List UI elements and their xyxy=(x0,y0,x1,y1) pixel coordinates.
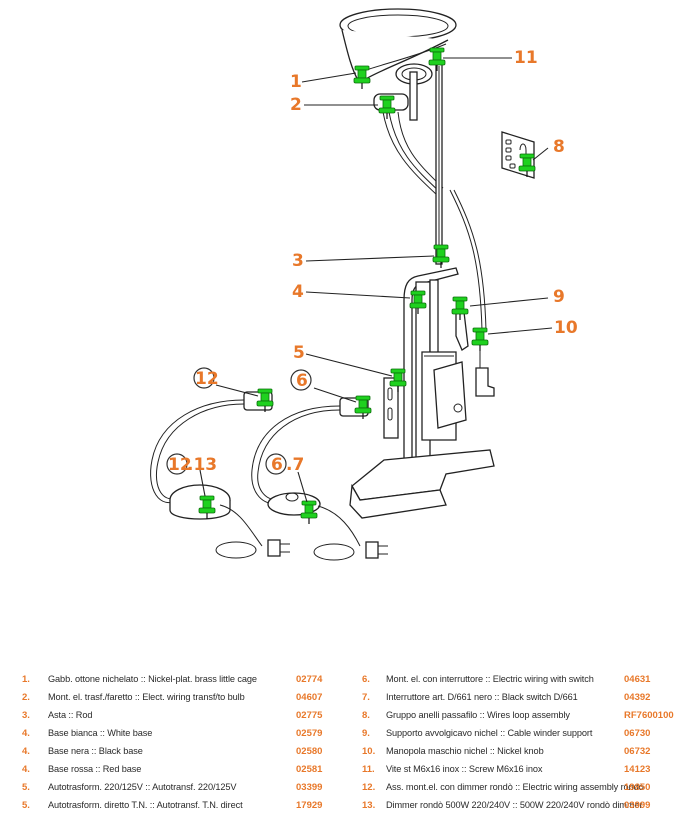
callout-9: 9 xyxy=(553,287,565,307)
callout-2: 2 xyxy=(290,95,302,115)
part-number: 5. xyxy=(22,799,30,811)
callout-6-7-circle xyxy=(265,453,287,475)
dimmer-cable-assembly xyxy=(150,391,290,559)
part-description: Mont. el. trasf./faretto :: Elect. wirin… xyxy=(48,692,245,702)
part-row: 5. Autotrasform. 220/125V :: Autotransf. … xyxy=(22,778,342,796)
callout-10: 10 xyxy=(554,318,578,338)
callout-11: 11 xyxy=(514,48,538,68)
part-number: 4. xyxy=(22,745,30,757)
part-row: 11. Vite st M6x16 inox :: Screw M6x16 ino… xyxy=(362,760,692,778)
part-description: Gabb. ottone nichelato :: Nickel-plat. b… xyxy=(48,674,257,684)
part-row: 3. Asta :: Rod 02775 xyxy=(22,706,342,724)
callout-8: 8 xyxy=(553,137,565,157)
part-row: 9. Supporto avvolgicavo nichel :: Cable w… xyxy=(362,724,692,742)
part-number: 3. xyxy=(22,709,30,721)
parts-list-right: 6. Mont. el. con interruttore :: Electric… xyxy=(362,670,692,814)
part-description: Base bianca :: White base xyxy=(48,728,153,738)
part-row: 7. Interruttore art. D/661 nero :: Black … xyxy=(362,688,692,706)
part-number: 10. xyxy=(362,745,376,757)
callout-12-13-circle xyxy=(166,453,188,475)
part-code: 04392 xyxy=(624,691,651,703)
cable-winder xyxy=(455,311,469,351)
part-number: 7. xyxy=(362,691,370,703)
part-code: 04631 xyxy=(624,673,651,685)
parts-list-left: 1. Gabb. ottone nichelato :: Nickel-plat.… xyxy=(22,670,342,814)
callout-6: 6 xyxy=(296,371,308,391)
pin-marker xyxy=(471,327,489,352)
part-code: 03399 xyxy=(296,781,323,793)
part-code: 04607 xyxy=(296,691,323,703)
part-row: 6. Mont. el. con interruttore :: Electric… xyxy=(362,670,692,688)
part-number: 8. xyxy=(362,709,370,721)
part-code: 02580 xyxy=(296,745,323,757)
rod xyxy=(435,63,443,265)
part-row: 10. Manopola maschio nichel :: Nickel kno… xyxy=(362,742,692,760)
part-code: 03999 xyxy=(624,799,651,811)
part-row: 1. Gabb. ottone nichelato :: Nickel-plat.… xyxy=(22,670,342,688)
part-row: 5. Autotrasform. diretto T.N. :: Autotran… xyxy=(22,796,342,814)
part-code: 02774 xyxy=(296,673,323,685)
part-code: 02579 xyxy=(296,727,323,739)
base-stand xyxy=(349,267,495,519)
transformer-bracket xyxy=(383,377,399,439)
part-description: Dimmer rondò 500W 220/240V :: 500W 220/2… xyxy=(386,800,643,810)
part-row: 12. Ass. mont.el. con dimmer rondò :: Ele… xyxy=(362,778,692,796)
part-description: Base rossa :: Red base xyxy=(48,764,142,774)
nickel-knob xyxy=(475,340,495,397)
part-code: 17929 xyxy=(296,799,323,811)
callout-6-circle xyxy=(290,369,312,391)
callout-12-circle xyxy=(193,367,215,389)
part-description: Mont. el. con interruttore :: Electric w… xyxy=(386,674,594,684)
callout-6-7-circled: 6 xyxy=(271,455,283,475)
part-row: 8. Gruppo anelli passafilo :: Wires loop … xyxy=(362,706,692,724)
part-description: Asta :: Rod xyxy=(48,710,93,720)
part-code: 06730 xyxy=(624,727,651,739)
part-description: Ass. mont.el. con dimmer rondò :: Electr… xyxy=(386,782,644,792)
callout-12: 12 xyxy=(195,369,219,389)
part-row: 13. Dimmer rondò 500W 220/240V :: 500W 22… xyxy=(362,796,692,814)
part-description: Autotrasform. diretto T.N. :: Autotransf… xyxy=(48,800,243,810)
part-number: 6. xyxy=(362,673,370,685)
part-description: Supporto avvolgicavo nichel :: Cable win… xyxy=(386,728,593,738)
part-row: 4. Base rossa :: Red base 02581 xyxy=(22,760,342,778)
part-description: Gruppo anelli passafilo :: Wires loop as… xyxy=(386,710,570,720)
callout-6-7-suffix: .7 xyxy=(286,455,304,475)
part-code: RF7600100 xyxy=(624,709,674,721)
part-description: Interruttore art. D/661 nero :: Black sw… xyxy=(386,692,578,702)
part-row: 4. Base nera :: Black base 02580 xyxy=(22,742,342,760)
part-number: 5. xyxy=(22,781,30,793)
part-number: 11. xyxy=(362,763,375,775)
callout-5: 5 xyxy=(293,343,305,363)
callout-12-13-suffix: .13 xyxy=(187,455,217,475)
part-number: 12. xyxy=(362,781,376,793)
part-code: 06732 xyxy=(624,745,651,757)
part-description: Autotrasform. 220/125V :: Autotransf. 22… xyxy=(48,782,237,792)
parts-diagram: 1 2 3 4 5 6 6 .7 8 9 10 11 12 12 .13 xyxy=(150,8,578,561)
part-description: Base nera :: Black base xyxy=(48,746,143,756)
part-number: 13. xyxy=(362,799,376,811)
part-code: 02581 xyxy=(296,763,323,775)
part-code: 02775 xyxy=(296,709,323,721)
part-number: 4. xyxy=(22,763,30,775)
part-code: 14123 xyxy=(624,763,651,775)
callout-3: 3 xyxy=(292,251,304,271)
callout-12-13-circled: 12 xyxy=(168,455,192,475)
part-number: 1. xyxy=(22,673,30,685)
part-description: Manopola maschio nichel :: Nickel knob xyxy=(386,746,544,756)
part-row: 4. Base bianca :: White base 02579 xyxy=(22,724,342,742)
part-number: 9. xyxy=(362,727,370,739)
part-number: 2. xyxy=(22,691,30,703)
pin-marker xyxy=(451,296,469,321)
callout-4: 4 xyxy=(292,282,304,302)
part-description: Vite st M6x16 inox :: Screw M6x16 inox xyxy=(386,764,543,774)
part-number: 4. xyxy=(22,727,30,739)
callout-1: 1 xyxy=(290,72,302,92)
part-code: 19850 xyxy=(624,781,651,793)
part-row: 2. Mont. el. trasf./faretto :: Elect. wir… xyxy=(22,688,342,706)
